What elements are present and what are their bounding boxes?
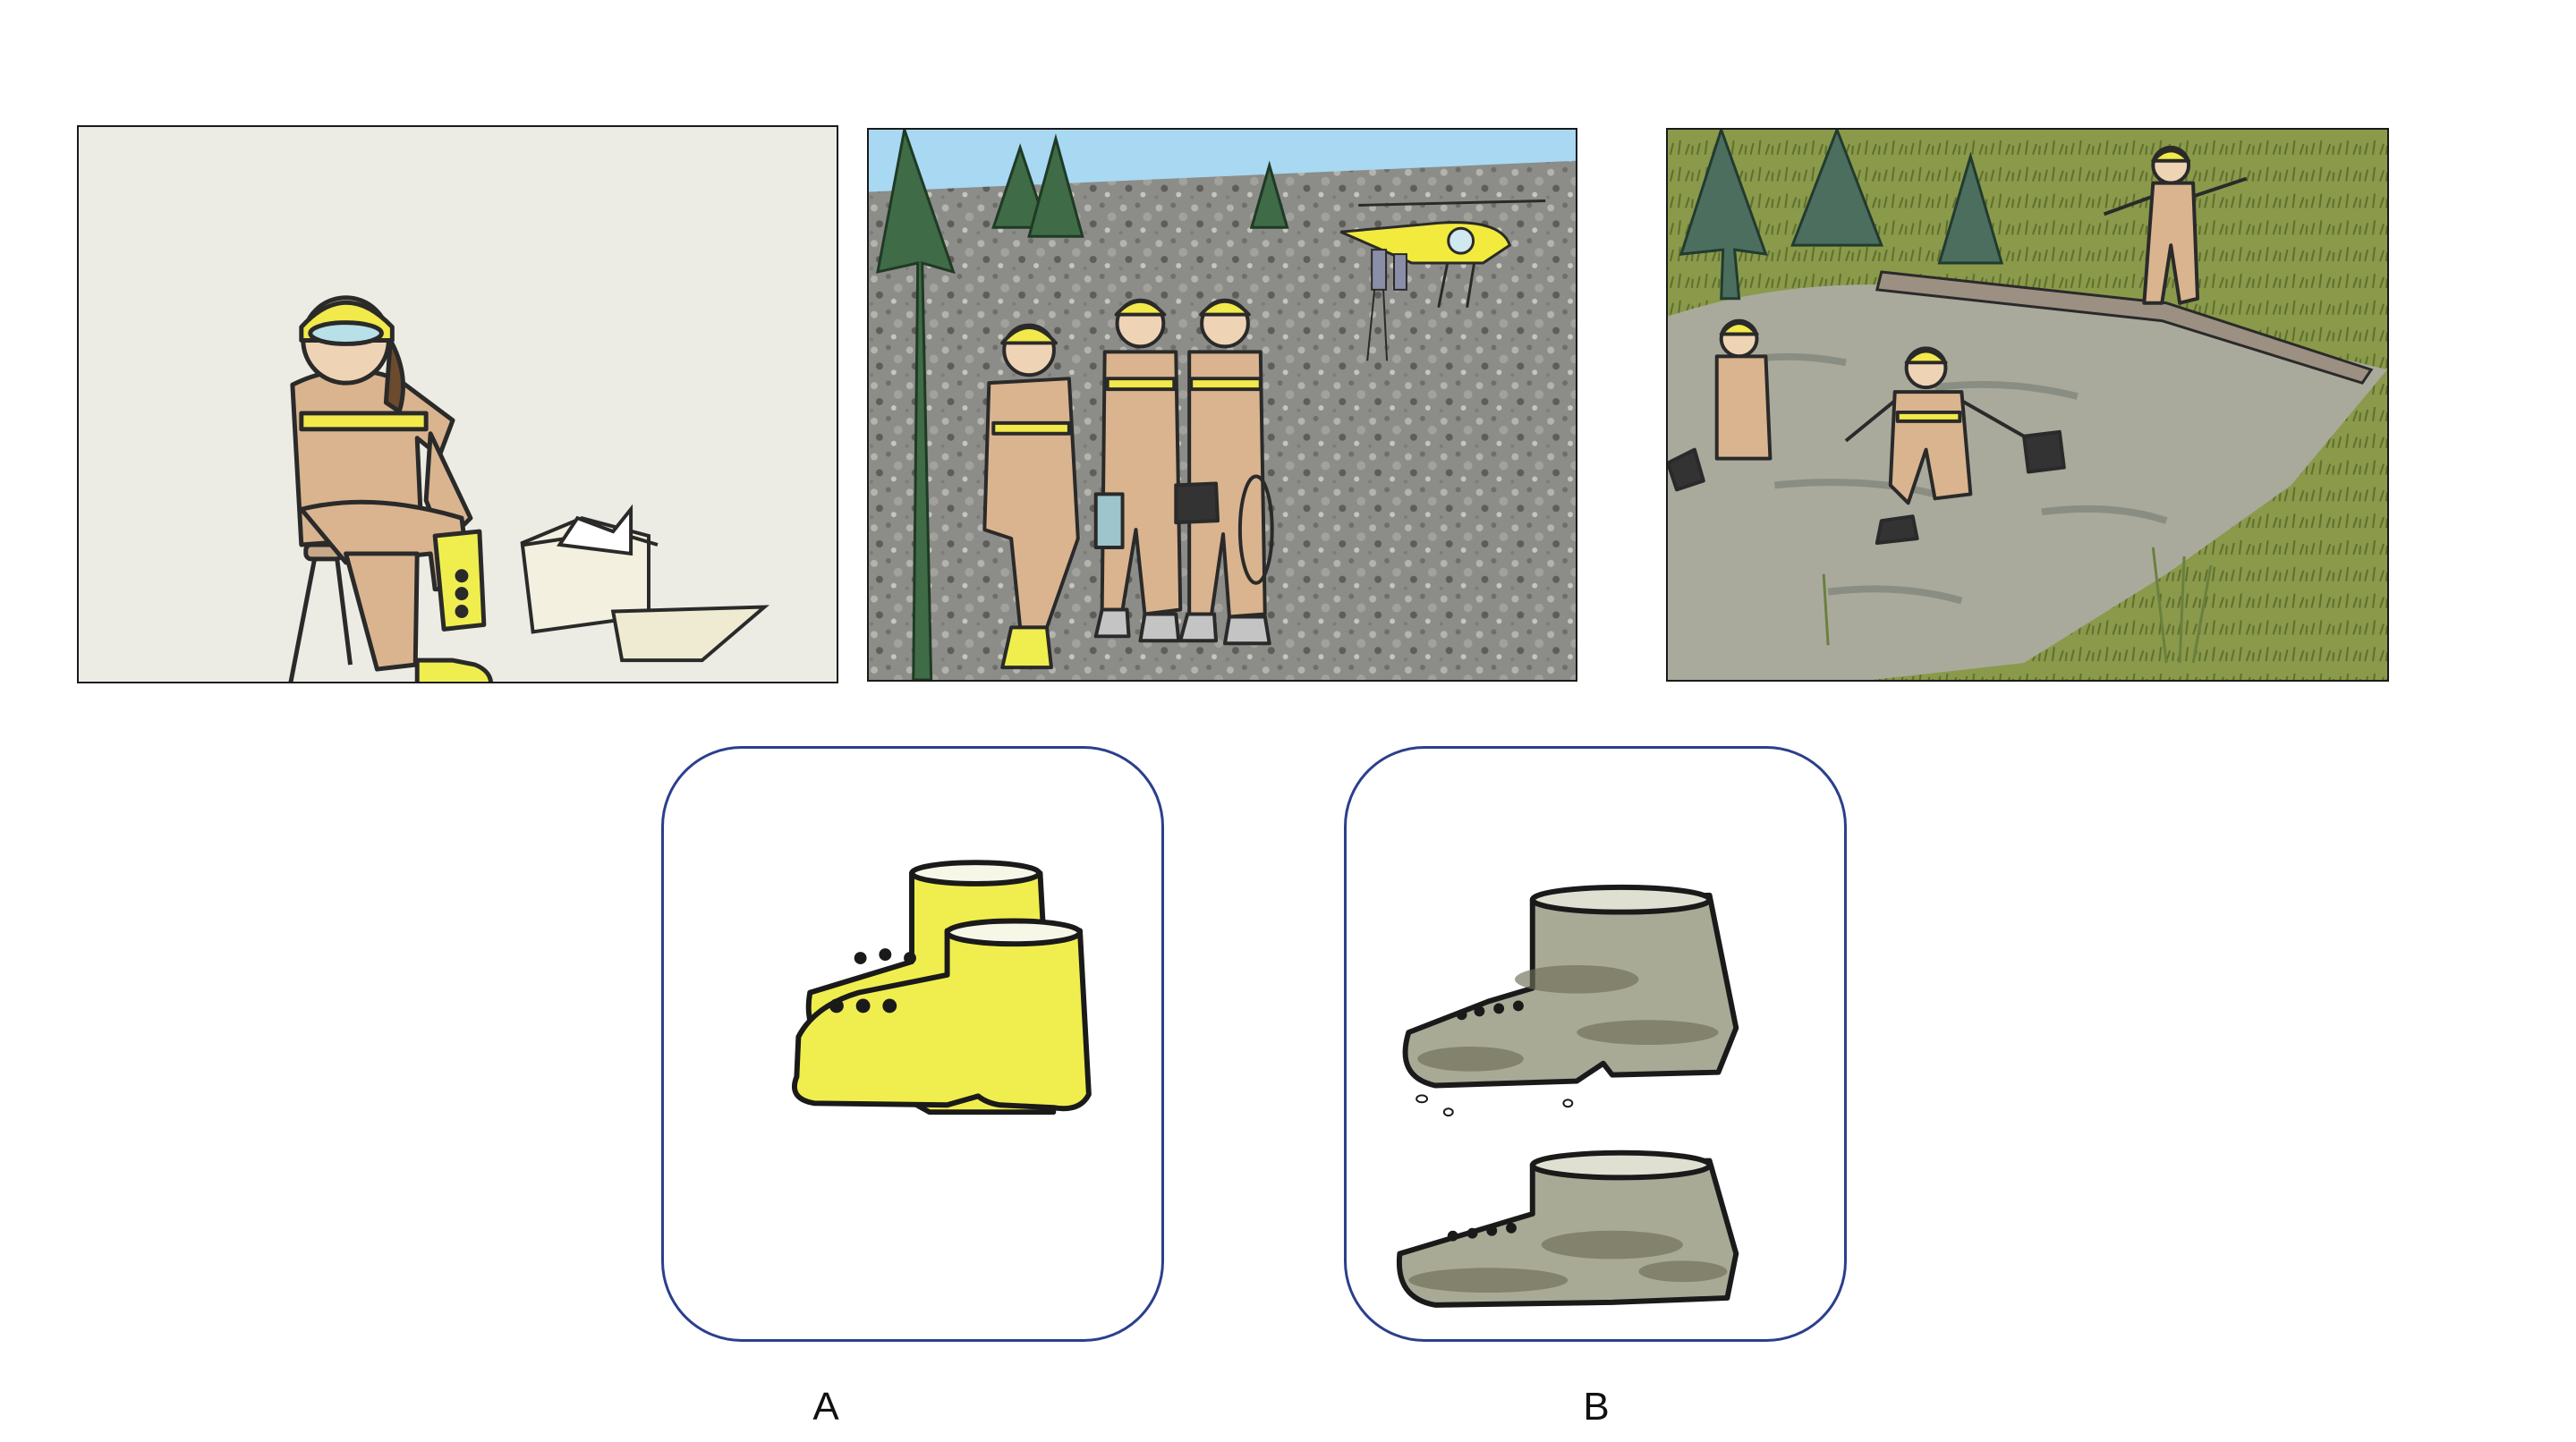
boot-dressing-illustration	[79, 127, 837, 682]
option-label-b: B	[1583, 1385, 1610, 1429]
reeds	[1822, 547, 2213, 664]
eyelets	[1447, 1000, 1524, 1242]
pine-trees	[1679, 130, 2004, 301]
worker-left	[982, 323, 1080, 670]
option-card-a[interactable]	[661, 746, 1164, 1342]
helicopter	[1339, 199, 1546, 308]
worker-wading-left	[1668, 318, 1773, 492]
worker-middle	[1093, 298, 1183, 643]
swamp-workers	[1668, 145, 2248, 545]
option-card-b[interactable]	[1344, 746, 1847, 1342]
swamp-wading-illustration	[1668, 130, 2387, 680]
distant-figures	[1366, 249, 1407, 361]
option-label-a: A	[812, 1385, 839, 1429]
worker	[290, 295, 493, 682]
panel-crew-on-gravel	[867, 128, 1577, 682]
panel-crew-in-swamp	[1666, 128, 2389, 682]
mud-splotches	[1408, 964, 1728, 1293]
worker-on-log	[2103, 145, 2248, 305]
mud-drops	[1416, 1094, 1574, 1117]
fallen-log	[1875, 270, 2374, 385]
eyelets	[829, 948, 916, 1014]
boot-box	[520, 504, 769, 663]
gravel-walk-illustration	[869, 130, 1576, 680]
worker-wading-center	[1844, 346, 2066, 545]
pine-trees	[876, 130, 1289, 680]
worker-right	[1174, 298, 1274, 646]
panel-worker-putting-on-boots	[77, 125, 838, 683]
three-workers	[982, 298, 1274, 670]
yellow-boots-icon	[791, 860, 1092, 1115]
muddy-boots-icon	[1396, 884, 1739, 1308]
